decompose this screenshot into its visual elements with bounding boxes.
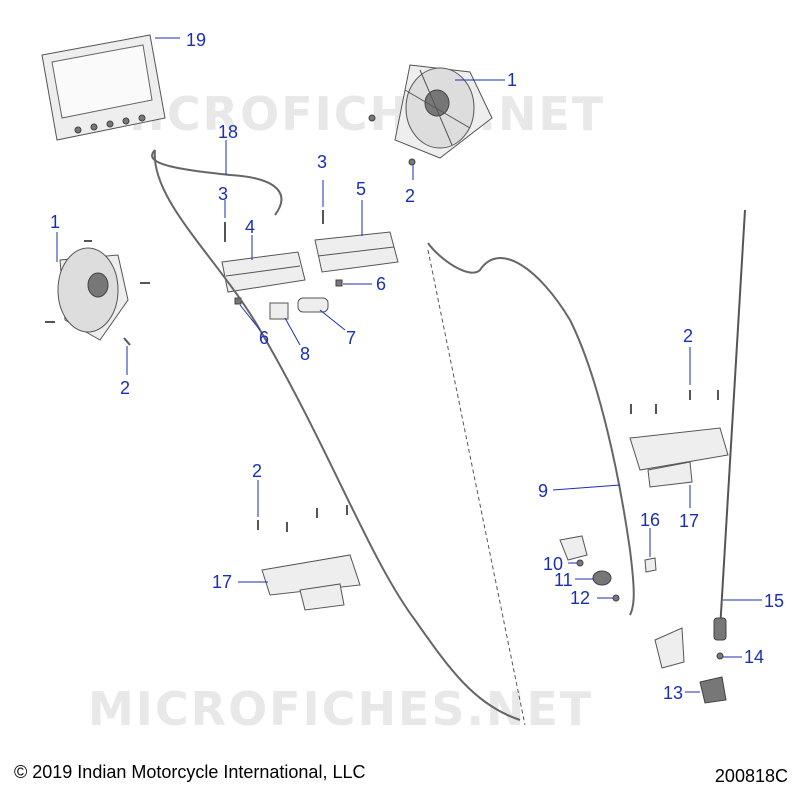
cable-18 xyxy=(151,149,521,721)
diagram-code: 200818C xyxy=(714,766,788,786)
amplifier-right xyxy=(314,231,399,273)
callout-9: 9 xyxy=(538,481,548,501)
part-16 xyxy=(644,557,657,573)
callout-16: 16 xyxy=(640,510,660,530)
callout-3-right: 3 xyxy=(317,152,327,172)
antenna-mast xyxy=(719,209,746,631)
callout-10: 10 xyxy=(543,554,563,574)
callout-1-left: 1 xyxy=(50,212,60,232)
callout-19: 19 xyxy=(186,30,206,50)
cable-9 xyxy=(427,242,635,616)
bracket xyxy=(654,627,685,669)
callout-2-top: 2 xyxy=(405,186,415,206)
callout-4: 4 xyxy=(245,217,255,237)
speaker-left xyxy=(45,240,150,346)
antenna-mount xyxy=(559,535,588,561)
speaker-lower xyxy=(257,505,361,611)
speaker-top xyxy=(368,64,493,166)
callout-2-left: 2 xyxy=(120,378,130,398)
callout-12: 12 xyxy=(570,588,590,608)
part-12 xyxy=(612,594,620,602)
part-11 xyxy=(592,570,612,586)
speaker-right xyxy=(629,390,729,488)
part-10 xyxy=(576,559,584,567)
callout-3-left: 3 xyxy=(218,184,228,204)
part-8 xyxy=(269,302,289,320)
callout-17-right: 17 xyxy=(679,511,699,531)
amplifier-left xyxy=(221,251,306,293)
watermark-bottom: MICROFICHES.NET xyxy=(88,682,593,736)
part-13 xyxy=(699,676,727,704)
callout-11: 11 xyxy=(554,570,573,590)
callout-5: 5 xyxy=(356,179,366,199)
callout-8: 8 xyxy=(300,344,310,364)
display-unit xyxy=(41,34,166,141)
watermark-top: MICROFICHES.NET xyxy=(100,87,605,141)
part-6b xyxy=(335,279,343,287)
callout-13: 13 xyxy=(663,683,683,703)
callout-15: 15 xyxy=(764,591,784,611)
callout-18: 18 xyxy=(218,122,238,142)
callout-17-lower: 17 xyxy=(212,572,232,592)
callout-1-top: 1 xyxy=(507,70,517,90)
callout-14: 14 xyxy=(744,647,764,667)
copyright-text: © 2019 Indian Motorcycle International, … xyxy=(14,762,366,782)
callout-2-lower: 2 xyxy=(252,461,262,481)
callout-6-right: 6 xyxy=(376,274,386,294)
callout-7: 7 xyxy=(346,328,356,348)
callout-2-right: 2 xyxy=(683,326,693,346)
part-14 xyxy=(716,652,724,660)
part-7 xyxy=(297,297,329,313)
callout-6-left: 6 xyxy=(259,328,269,348)
